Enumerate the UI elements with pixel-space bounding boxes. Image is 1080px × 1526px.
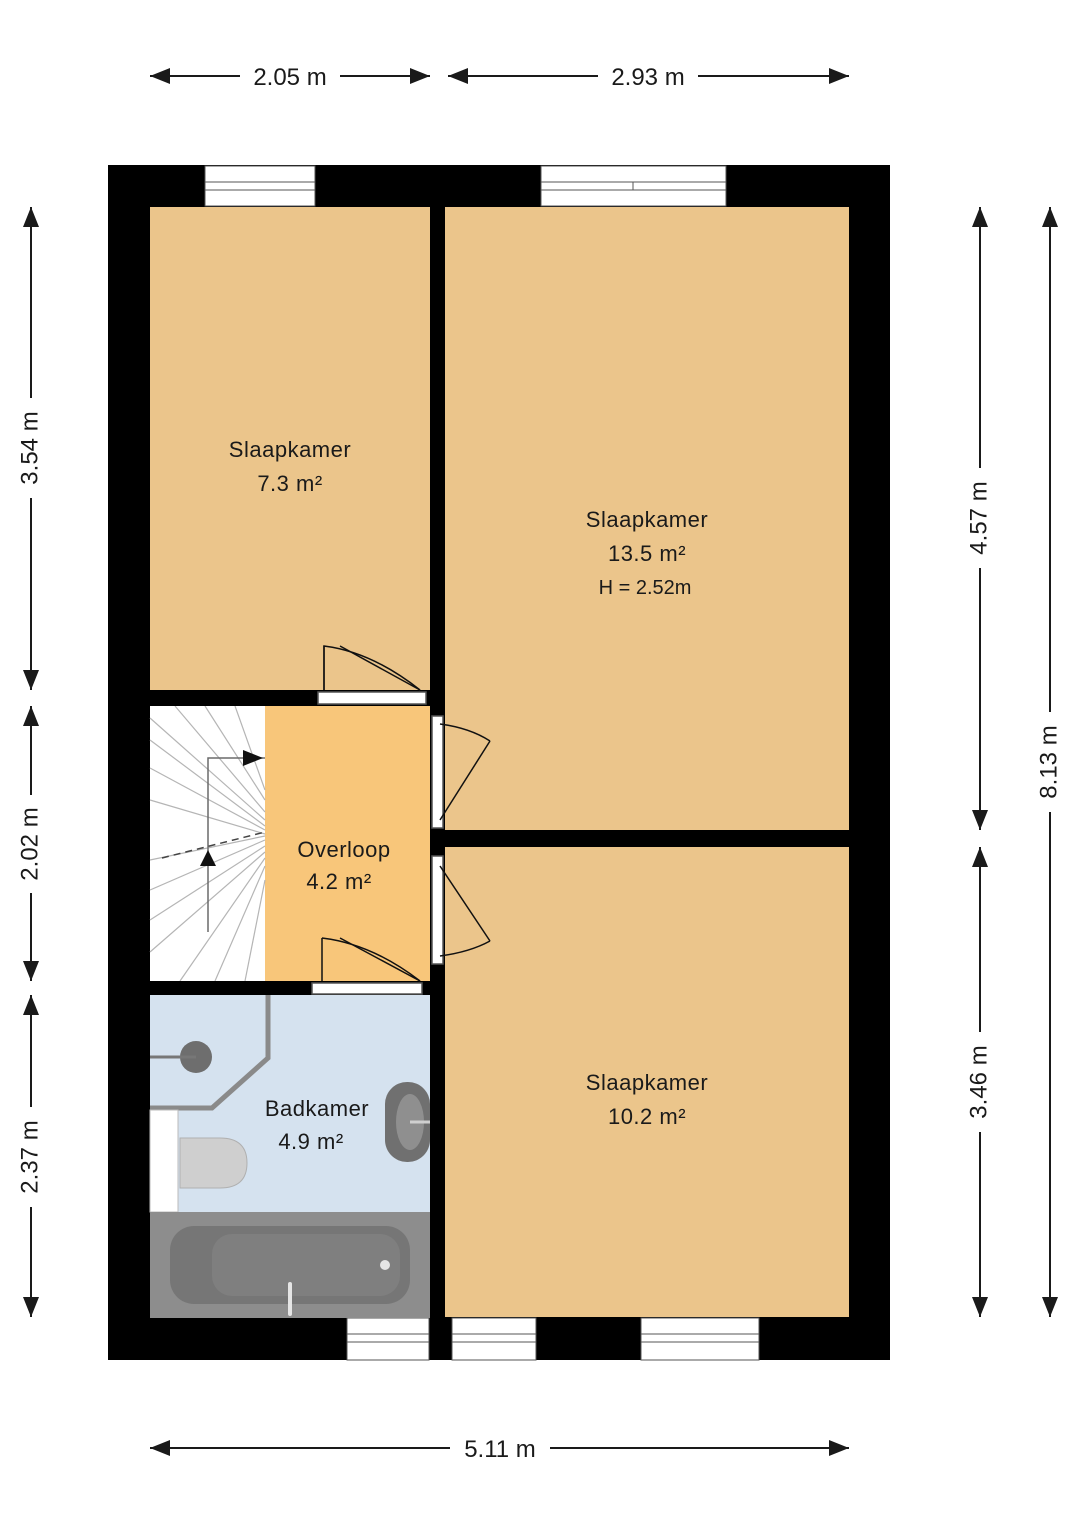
room-area-bedroom-top-right: 13.5 m²: [608, 541, 686, 566]
room-area-bedroom-bottom-right: 10.2 m²: [608, 1104, 686, 1129]
room-name-bedroom-top-left: Slaapkamer: [229, 437, 351, 462]
room-area-bathroom: 4.9 m²: [278, 1129, 343, 1154]
dim-label-bottom: 5.11 m: [464, 1436, 536, 1463]
dim-label-left-middle: 2.02 m: [16, 807, 43, 880]
room-landing[interactable]: [265, 706, 430, 981]
window-bottom-right: [640, 1317, 760, 1361]
dim-label-right-top: 4.57 m: [965, 481, 992, 554]
dim-label-right-total: 8.13 m: [1035, 725, 1062, 798]
room-area-landing: 4.2 m²: [306, 869, 371, 894]
room-name-bedroom-top-right: Slaapkamer: [586, 507, 708, 532]
bathroom-fixtures: [149, 995, 430, 1318]
room-name-bedroom-bottom-right: Slaapkamer: [586, 1070, 708, 1095]
window-top-left: [204, 165, 316, 207]
interior-walls: [150, 207, 849, 1317]
room-bedroom-bottom-right[interactable]: [445, 847, 849, 1317]
window-bottom-bath: [346, 1317, 430, 1361]
dim-label-top-left: 2.05 m: [253, 64, 326, 91]
shower-enclosure: [150, 995, 271, 1111]
room-bedroom-top-right[interactable]: [445, 207, 849, 830]
room-bedroom-top-left[interactable]: [150, 207, 430, 690]
doors: [311, 645, 491, 995]
room-area-bedroom-top-left: 7.3 m²: [257, 471, 322, 496]
room-height-bedroom-top-right: H = 2.52m: [599, 577, 692, 599]
dim-label-left-top: 3.54 m: [16, 411, 43, 484]
dim-label-right-bottom: 3.46 m: [965, 1045, 992, 1118]
window-bottom-mid: [451, 1317, 537, 1361]
dim-label-top-right: 2.93 m: [611, 64, 684, 91]
toilet-icon: [179, 1137, 248, 1189]
dim-label-left-bottom: 2.37 m: [16, 1120, 43, 1193]
room-name-bathroom: Badkamer: [265, 1096, 369, 1121]
staircase: [149, 705, 266, 982]
toilet-tank: [149, 1109, 179, 1213]
room-name-landing: Overloop: [297, 837, 390, 862]
